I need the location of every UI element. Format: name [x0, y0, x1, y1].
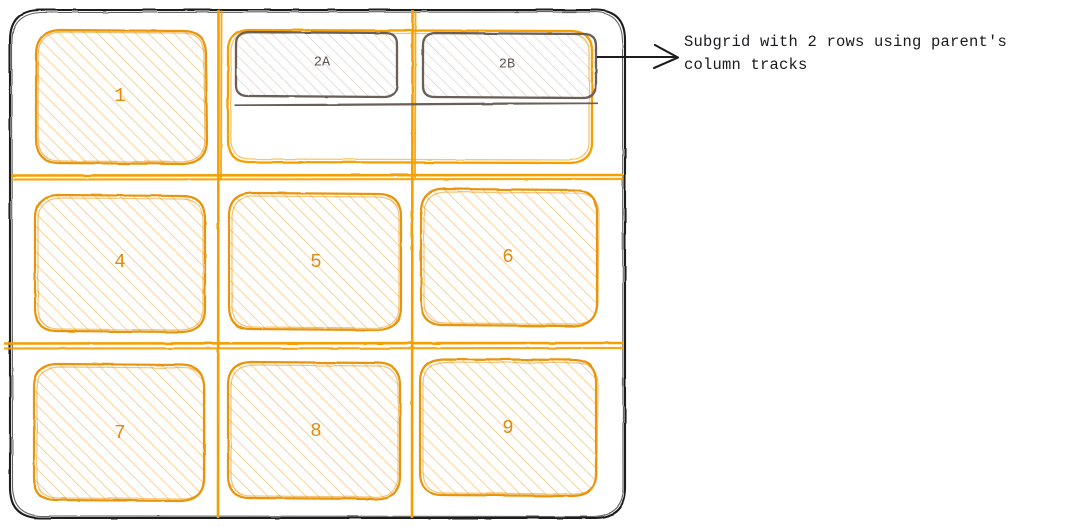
cell-1[interactable]	[34, 28, 209, 166]
subcell-2b[interactable]	[421, 31, 598, 100]
cell-5[interactable]	[227, 191, 403, 332]
subcell-2a[interactable]	[234, 30, 399, 99]
cell-9[interactable]	[418, 357, 599, 498]
grid-track-lines	[3, 9, 624, 519]
annotation-line-2: column tracks	[684, 56, 808, 74]
subgrid-row-divider	[233, 101, 599, 107]
cell-4[interactable]	[33, 193, 207, 334]
cell-6[interactable]	[419, 187, 600, 328]
annotation-arrow	[597, 43, 680, 70]
cell-8[interactable]	[226, 360, 402, 501]
parent-container-outline	[8, 8, 627, 520]
annotation-line-1: Subgrid with 2 rows using parent's	[684, 33, 1008, 51]
cell-7[interactable]	[32, 362, 206, 503]
